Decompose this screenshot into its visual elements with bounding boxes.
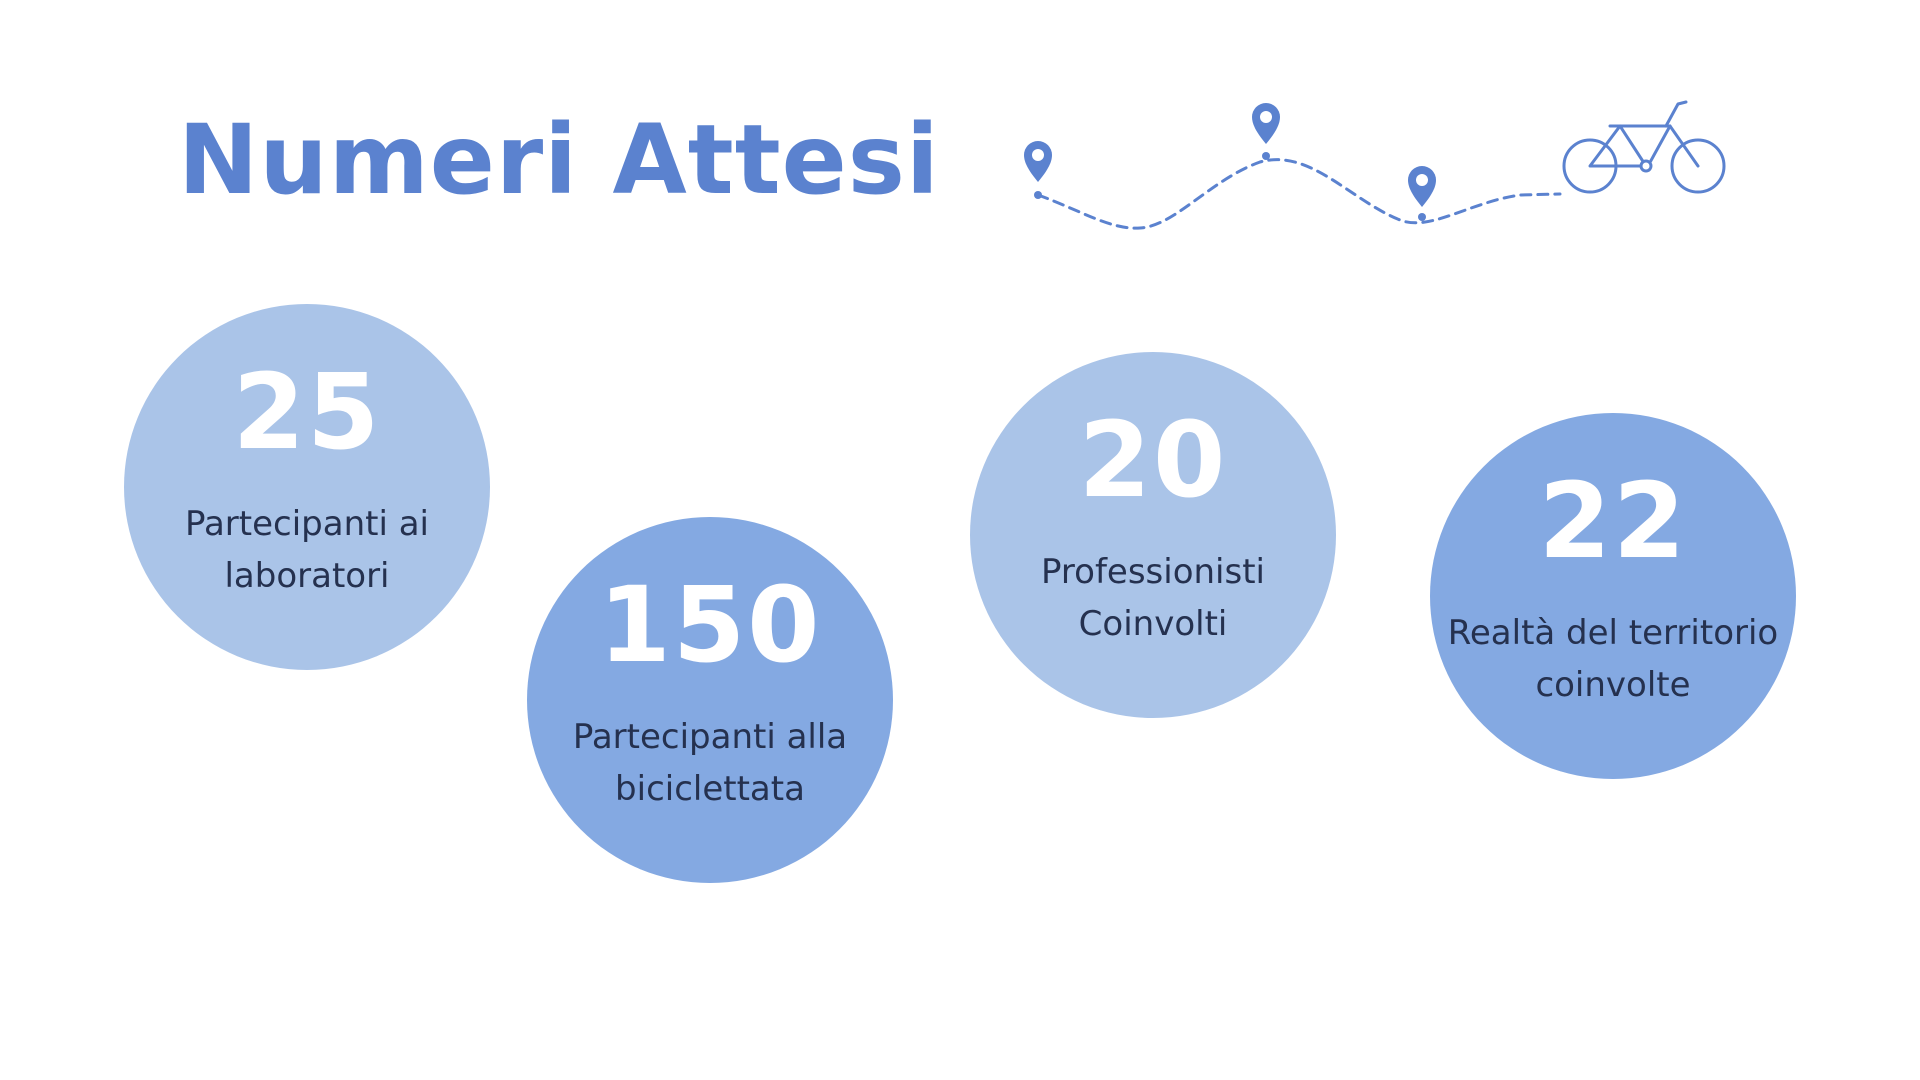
route-illustration — [1024, 100, 1726, 230]
stat-label: Partecipanti ai laboratori — [184, 504, 429, 596]
stat-label: Professionisti Coinvolti — [1041, 552, 1265, 644]
map-pin-icon — [1408, 166, 1436, 221]
stat-value: 20 — [1078, 399, 1228, 521]
stat-card: 20 Professionisti Coinvolti — [970, 352, 1336, 718]
stat-value: 22 — [1538, 460, 1688, 582]
stat-card: 22 Realtà del territorio coinvolte — [1430, 413, 1796, 779]
stat-card: 25 Partecipanti ai laboratori — [124, 304, 490, 670]
stat-label: Partecipanti alla biciclettata — [572, 717, 848, 809]
stat-value: 150 — [598, 564, 822, 686]
stat-label: Realtà del territorio coinvolte — [1447, 613, 1779, 705]
dashed-route-path — [1036, 158, 1562, 230]
map-pin-icon — [1252, 103, 1280, 160]
page-title: Numeri Attesi — [178, 104, 940, 216]
stat-card: 150 Partecipanti alla biciclettata — [527, 517, 893, 883]
bicycle-icon — [1562, 100, 1726, 194]
map-pin-icon — [1024, 141, 1052, 199]
stat-value: 25 — [232, 351, 382, 473]
